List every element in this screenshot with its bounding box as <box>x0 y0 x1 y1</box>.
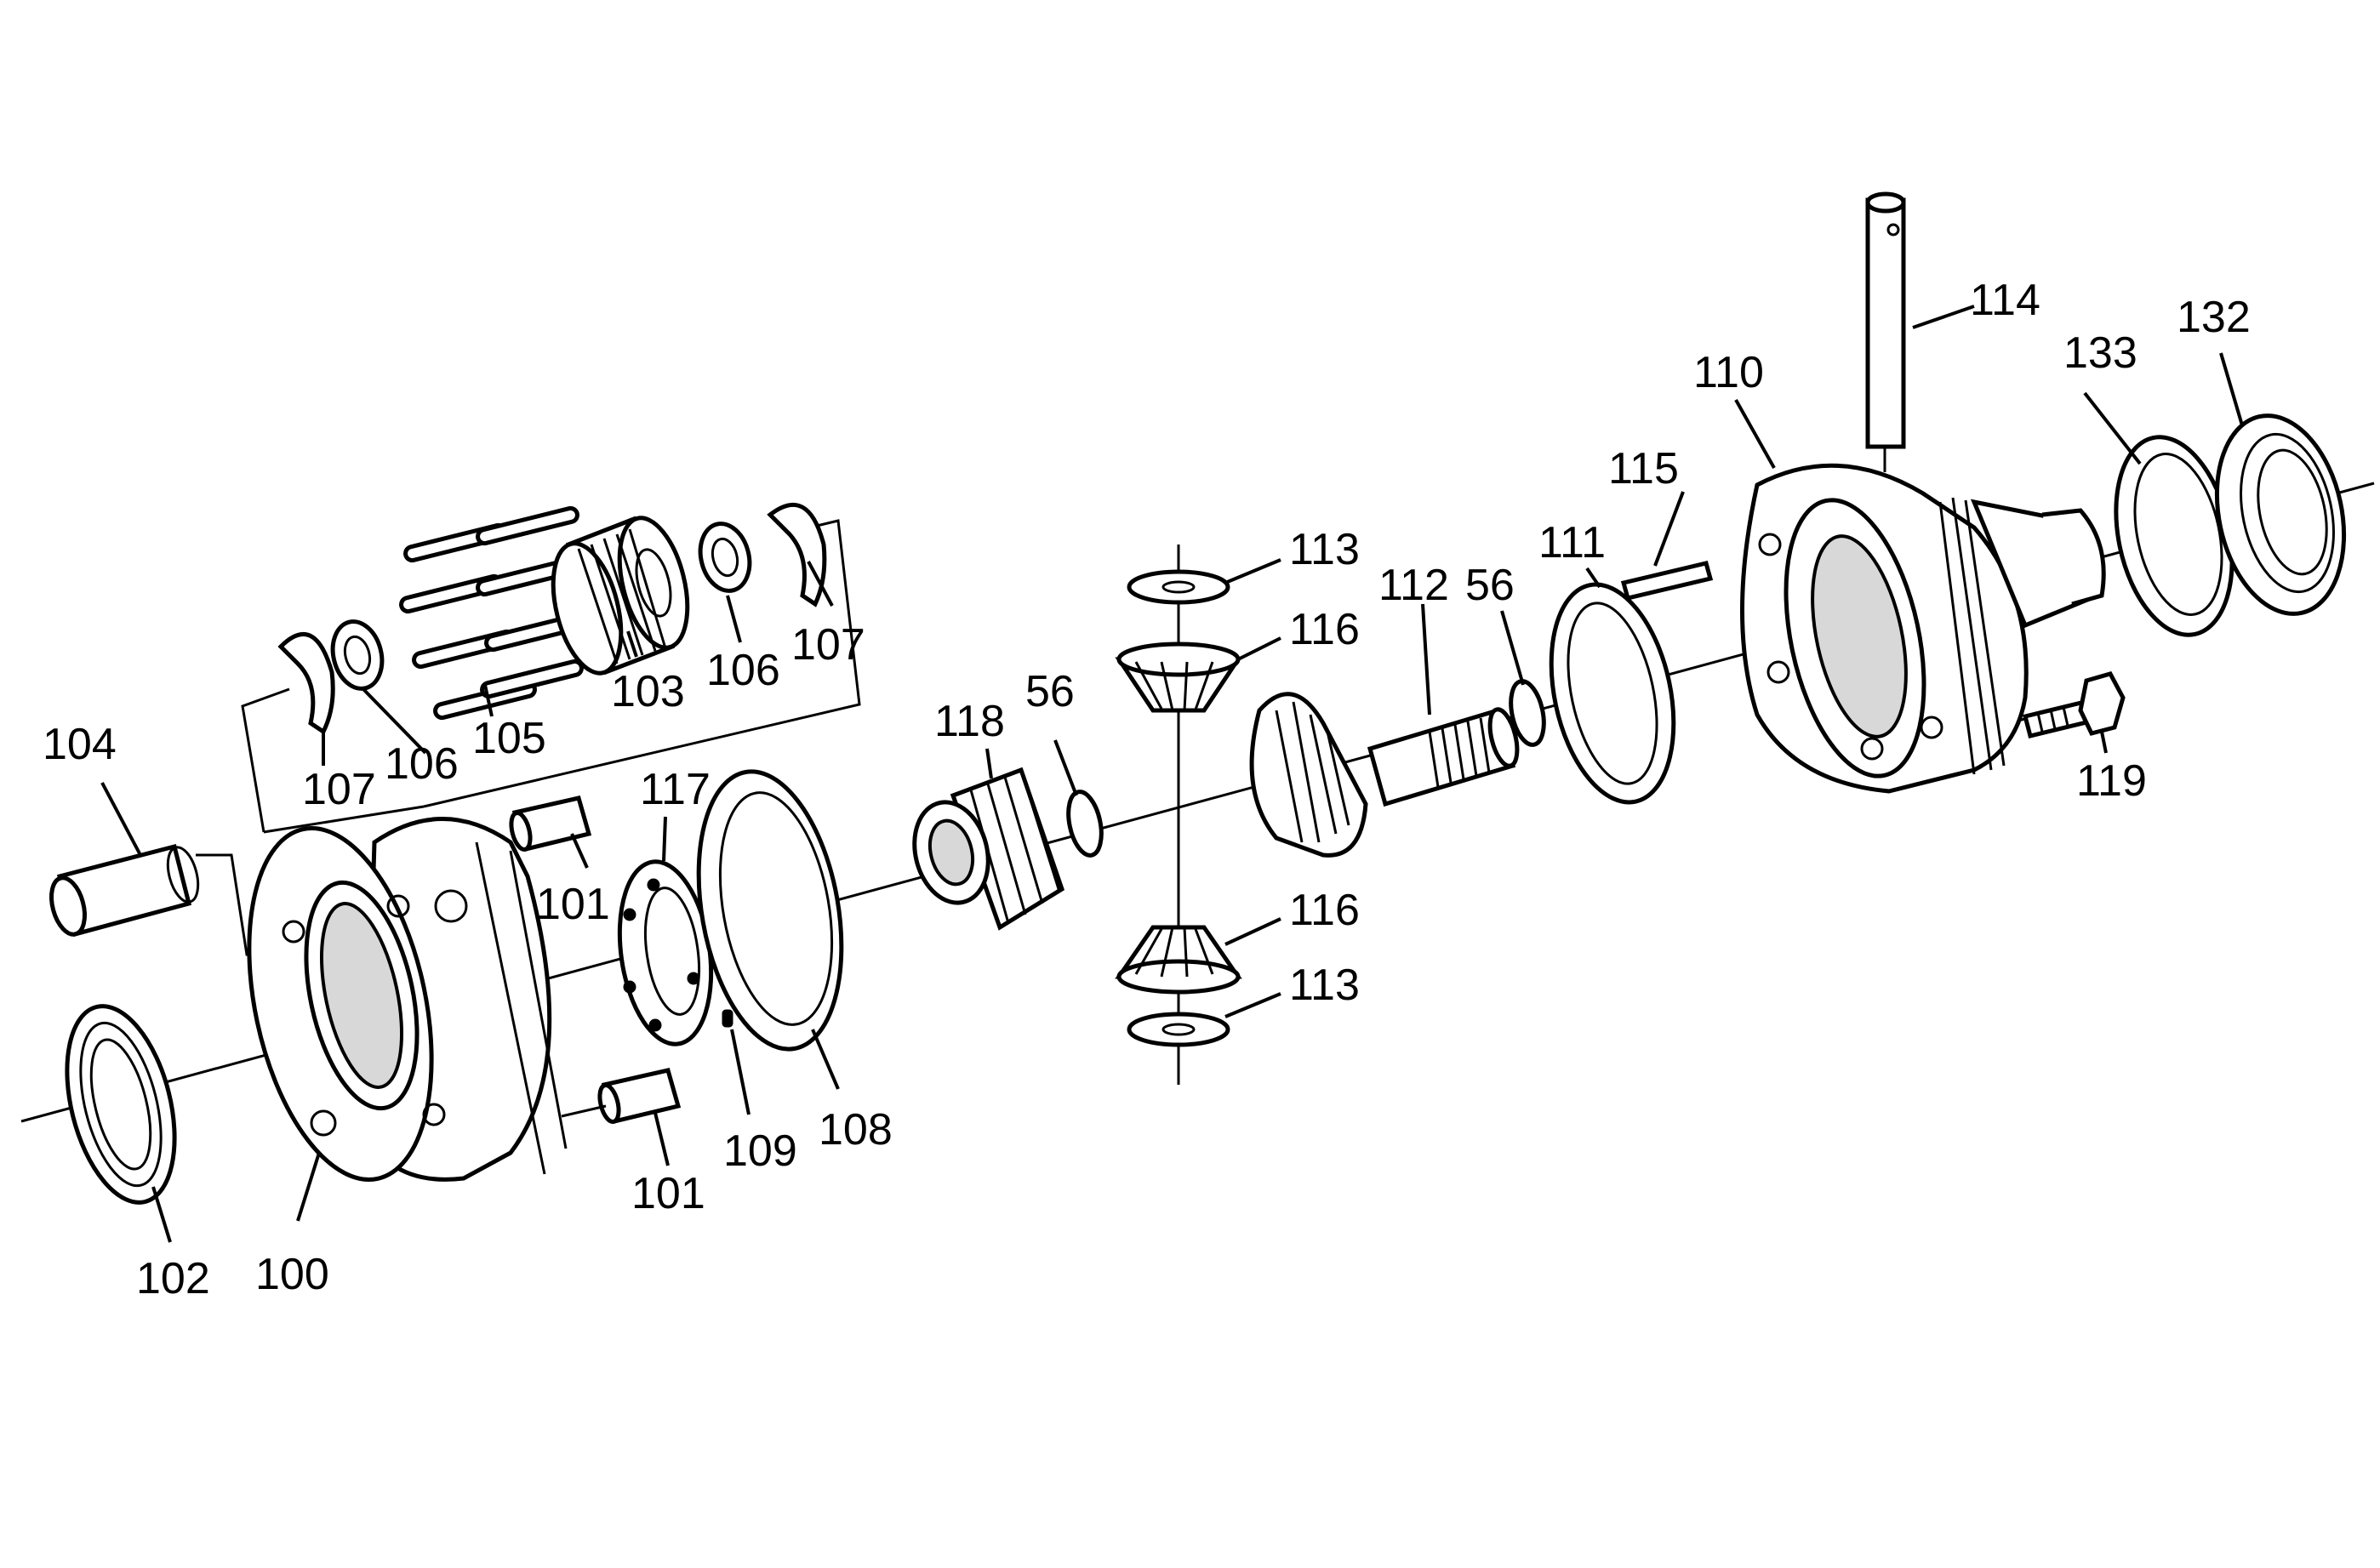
callout-116-bottom: 116 <box>1289 886 1360 935</box>
callout-113-top: 113 <box>1289 525 1360 574</box>
bolt-119 <box>2022 671 2126 739</box>
pin-101-lower <box>561 1068 682 1124</box>
pin-104 <box>49 843 281 956</box>
key-109 <box>722 1009 733 1028</box>
clip-107-right <box>767 502 827 607</box>
callout-132: 132 <box>2177 293 2251 342</box>
snap-ring-108 <box>696 769 844 1052</box>
callout-113-bottom: 113 <box>1289 961 1360 1010</box>
callout-116-top: 116 <box>1289 605 1360 654</box>
callout-104: 104 <box>43 720 117 769</box>
side-gear-shaft-112 <box>1249 692 1520 858</box>
callout-106-left: 106 <box>385 739 459 789</box>
callout-56-right: 56 <box>1465 561 1515 610</box>
carrier-housing-100 <box>247 817 568 1182</box>
callout-102: 102 <box>136 1254 210 1303</box>
washer-113-top <box>1127 569 1230 605</box>
callout-118: 118 <box>934 697 1005 746</box>
callout-119: 119 <box>2076 756 2147 806</box>
thrust-bearing-102 <box>65 1004 177 1205</box>
pin-115 <box>1620 561 1714 601</box>
callout-109: 109 <box>723 1126 797 1176</box>
callout-117: 117 <box>640 765 711 814</box>
callout-106-right: 106 <box>706 646 780 695</box>
callout-114: 114 <box>1970 276 2040 325</box>
callout-56-left: 56 <box>1025 667 1075 716</box>
washer-106-left <box>330 619 385 691</box>
leader-lines <box>100 305 2244 1243</box>
seal-132 <box>2214 413 2347 616</box>
differential-case-110 <box>1740 463 2106 794</box>
pinion-set-bracket <box>241 519 861 834</box>
cross-shaft-114 <box>1865 191 1906 449</box>
clip-107-left <box>277 631 335 735</box>
callout-110: 110 <box>1693 348 1764 397</box>
pin-101-upper <box>509 795 592 852</box>
callout-107-right: 107 <box>791 620 865 670</box>
pinion-116-bottom <box>1115 925 1242 995</box>
washer-106-right <box>698 522 752 593</box>
thrust-washer-117 <box>617 859 714 1046</box>
callout-111: 111 <box>1538 518 1606 567</box>
callout-101-lower: 101 <box>631 1169 705 1218</box>
callout-100: 100 <box>255 1250 329 1299</box>
callout-labels: 104 102 100 107 106 105 103 106 107 117 … <box>43 276 2251 1303</box>
o-ring-56-left <box>1066 790 1104 858</box>
pinion-116-top <box>1115 641 1242 713</box>
washer-113-bottom <box>1127 1012 1230 1047</box>
callout-133: 133 <box>2063 328 2137 378</box>
callout-105: 105 <box>472 714 546 763</box>
side-gear-118 <box>912 767 1065 931</box>
callout-108: 108 <box>819 1105 893 1155</box>
pinion-gear-103 <box>551 516 690 676</box>
callout-101-upper: 101 <box>536 880 610 929</box>
callout-112: 112 <box>1378 561 1449 610</box>
callout-107-left: 107 <box>302 765 376 814</box>
callout-115: 115 <box>1608 444 1679 493</box>
thrust-washer-111 <box>1549 582 1676 805</box>
callout-103: 103 <box>611 667 685 716</box>
